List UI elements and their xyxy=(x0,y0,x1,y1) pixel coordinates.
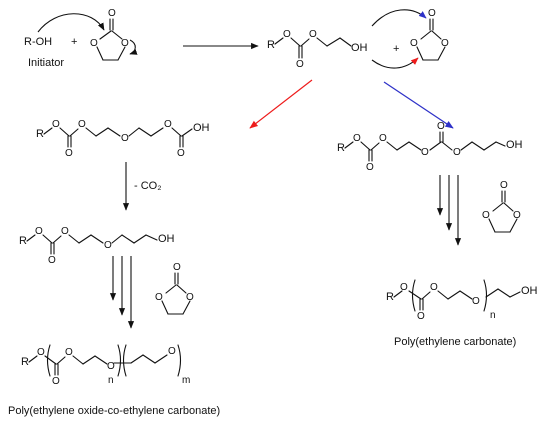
svg-text:R: R xyxy=(386,291,394,303)
svg-text:O: O xyxy=(500,180,508,191)
svg-text:O: O xyxy=(168,346,176,357)
svg-text:O: O xyxy=(155,292,163,303)
svg-text:O: O xyxy=(437,121,445,132)
left-ether-intermediate: R O O O O OH xyxy=(19,226,175,266)
plus-sign-2: + xyxy=(393,43,399,55)
top-intermediate: R O O O OH + O O O xyxy=(267,8,449,70)
svg-text:O: O xyxy=(309,29,317,40)
ethylene-carbonate-monomer-left: O O O xyxy=(155,262,194,315)
svg-text:O: O xyxy=(37,347,45,358)
left-carbonic-acid-intermediate: R O O O O O O OH xyxy=(36,119,210,159)
svg-text:O: O xyxy=(173,262,181,273)
blue-branch-arrow xyxy=(383,81,454,129)
svg-text:O: O xyxy=(78,119,86,130)
svg-text:O: O xyxy=(107,361,115,372)
svg-text:O: O xyxy=(453,147,461,158)
left-product-name: Poly(ethylene oxide-co-ethylene carbonat… xyxy=(8,405,220,417)
right-polymer-structure: R O O O O n OH xyxy=(386,279,538,322)
initiator-formula: R-OH xyxy=(24,36,52,48)
svg-text:O: O xyxy=(513,210,521,221)
svg-text:O: O xyxy=(177,148,185,159)
svg-text:R: R xyxy=(267,39,275,51)
svg-text:O: O xyxy=(121,38,129,49)
ethylene-carbonate-monomer-right: O O O xyxy=(482,180,521,233)
svg-text:O: O xyxy=(104,240,112,251)
svg-text:O: O xyxy=(366,162,374,173)
svg-text:O: O xyxy=(482,210,490,221)
blue-attack-arrow xyxy=(371,9,427,27)
red-branch-arrow xyxy=(249,79,313,129)
ethylene-carbonate-ring-2: O O O xyxy=(410,8,449,61)
svg-text:O: O xyxy=(410,38,418,49)
svg-text:O: O xyxy=(428,8,436,19)
svg-text:O: O xyxy=(121,133,129,144)
svg-text:O: O xyxy=(164,119,172,130)
svg-text:O: O xyxy=(65,347,73,358)
red-attack-arrow xyxy=(371,57,419,69)
ethylene-carbonate-ring-1: O O O xyxy=(90,8,129,61)
svg-text:O: O xyxy=(421,147,429,158)
right-dicarbonate-intermediate: R O O O O O O OH xyxy=(337,121,523,173)
svg-text:OH: OH xyxy=(351,42,368,54)
svg-text:O: O xyxy=(48,255,56,266)
svg-text:O: O xyxy=(379,133,387,144)
decarboxylation-label: - CO₂ xyxy=(134,180,162,192)
svg-text:R: R xyxy=(36,128,44,140)
right-subscript-n: n xyxy=(490,310,496,321)
svg-text:OH: OH xyxy=(521,285,538,297)
svg-text:O: O xyxy=(400,282,408,293)
svg-text:R: R xyxy=(21,356,29,368)
right-product-name: Poly(ethylene carbonate) xyxy=(394,336,516,348)
left-subscript-m: m xyxy=(182,375,190,386)
svg-text:O: O xyxy=(52,119,60,130)
svg-text:O: O xyxy=(108,8,116,19)
svg-text:O: O xyxy=(296,59,304,70)
svg-text:R: R xyxy=(337,142,345,154)
svg-text:O: O xyxy=(61,226,69,237)
svg-text:OH: OH xyxy=(158,233,175,245)
svg-text:O: O xyxy=(417,311,425,322)
svg-text:O: O xyxy=(472,296,480,307)
svg-text:O: O xyxy=(353,133,361,144)
svg-text:OH: OH xyxy=(506,139,523,151)
initiator-label: Initiator xyxy=(28,57,64,69)
left-copolymer-structure: R O O O O n O m xyxy=(21,344,190,387)
plus-sign-1: + xyxy=(71,36,77,48)
svg-text:O: O xyxy=(52,376,60,387)
svg-text:O: O xyxy=(441,38,449,49)
ring-open-arrow xyxy=(129,39,138,55)
svg-text:O: O xyxy=(65,148,73,159)
svg-text:O: O xyxy=(283,29,291,40)
left-subscript-n: n xyxy=(108,375,114,386)
svg-text:OH: OH xyxy=(193,122,210,134)
top-reactants: R-OH + Initiator O O O xyxy=(24,8,138,69)
svg-text:O: O xyxy=(186,292,194,303)
attack-arrow-1 xyxy=(37,13,105,33)
svg-text:O: O xyxy=(35,226,43,237)
svg-text:O: O xyxy=(430,282,438,293)
svg-text:R: R xyxy=(19,235,27,247)
svg-text:O: O xyxy=(90,38,98,49)
